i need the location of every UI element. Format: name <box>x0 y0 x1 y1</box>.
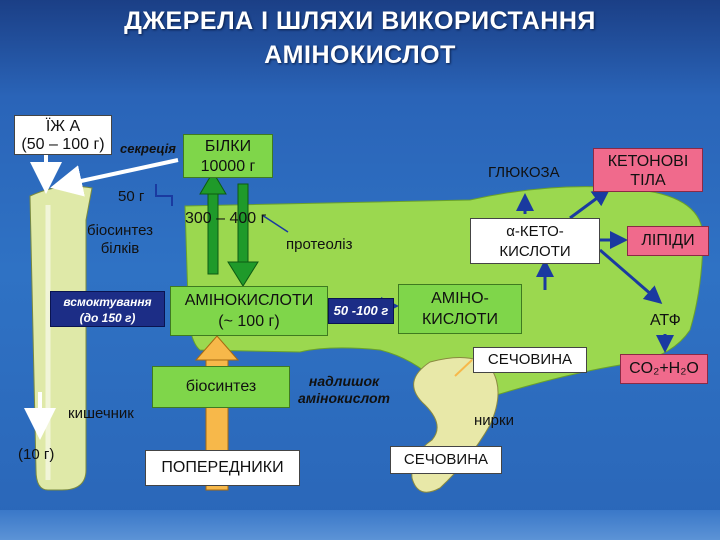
proteins-amount: 10000 г <box>200 158 256 175</box>
arrow-precursors-head <box>194 335 240 361</box>
kidneys-label: нирки <box>474 412 514 429</box>
keto-acids-line-1: α-КЕТО- <box>506 223 564 240</box>
protein-biosynthesis-line-1: біосинтез <box>86 222 154 239</box>
biosynthesis-label: біосинтез <box>185 378 257 395</box>
absorption-line-2: (до 150 г) <box>79 311 136 325</box>
title-line-1: ДЖЕРЕЛА І ШЛЯХИ ВИКОРИСТАННЯ <box>124 7 596 35</box>
arrow-keto-to-atp <box>599 248 663 304</box>
line-urea-to-kidney <box>454 359 473 377</box>
flux-50-100-label: 50 -100 г <box>333 303 389 318</box>
ketone-line-1: КЕТОНОВІ <box>607 153 689 170</box>
title-line-2: АМІНОКИСЛОТ <box>264 41 456 69</box>
protein-biosynthesis-label: біосинтез білків <box>75 222 165 258</box>
absorption-line-1: всмоктування <box>63 295 152 309</box>
arrow-proteolysis-head <box>227 261 259 287</box>
arrow-biosynthesis-head <box>199 171 227 195</box>
co2-h2o-label: CO₂+H₂O <box>629 360 699 377</box>
arrow-50g <box>155 184 173 206</box>
flux-50-100-box: 50 -100 г <box>328 298 394 324</box>
biosynthesis-box: біосинтез <box>152 366 290 408</box>
proteins-label: БІЛКИ <box>204 138 252 155</box>
arrow-biosynthesis-shaft <box>207 183 219 275</box>
amino-acid-pool-box: АМІНОКИСЛОТИ (~ 100 г) <box>170 286 328 336</box>
liver-amino-line-2: КИСЛОТИ <box>421 311 499 328</box>
protein-biosynthesis-line-2: білків <box>100 240 140 257</box>
atp-label: АТФ <box>650 312 681 329</box>
lipids-box: ЛІПІДИ <box>627 226 709 256</box>
intestine-label: кишечник <box>68 405 134 422</box>
arrow-secretion <box>50 158 179 197</box>
amino-pool-line-2: (~ 100 г) <box>218 313 280 330</box>
precursors-label: ПОПЕРЕДНИКИ <box>161 459 284 476</box>
ten-g-label: (10 г) <box>18 446 55 463</box>
co2-h2o-box: CO₂+H₂O <box>620 354 708 384</box>
liver-amino-acids-box: АМІНО- КИСЛОТИ <box>398 284 522 334</box>
proteins-box: БІЛКИ 10000 г <box>183 134 273 178</box>
excess-line-2: амінокислот <box>298 390 390 406</box>
food-box: ЇЖ А (50 – 100 г) <box>14 115 112 155</box>
food-label: ЇЖ А <box>45 118 81 135</box>
ketone-bodies-box: КЕТОНОВІ ТІЛА <box>593 148 703 192</box>
line-to-proteolysis <box>261 214 289 233</box>
flux-300-400-label: 300 – 400 г <box>185 210 267 227</box>
arrow-keto-to-ketone <box>569 188 611 220</box>
excess-line-1: надлишок <box>308 373 380 389</box>
urea-excreted-box: СЕЧОВИНА <box>390 446 502 474</box>
urea-liver-box: СЕЧОВИНА <box>473 347 587 373</box>
proteolysis-label: протеоліз <box>286 236 353 253</box>
food-amount: (50 – 100 г) <box>21 136 105 153</box>
excess-amino-acids-label: надлишок амінокислот <box>288 373 400 407</box>
keto-acids-line-2: КИСЛОТИ <box>499 243 571 260</box>
keto-acids-box: α-КЕТО- КИСЛОТИ <box>470 218 600 264</box>
lipids-label: ЛІПІДИ <box>641 232 695 249</box>
glucose-label: ГЛЮКОЗА <box>488 164 560 181</box>
liver-amino-line-1: АМІНО- <box>431 290 489 307</box>
urea-liver-label: СЕЧОВИНА <box>487 351 573 368</box>
absorption-box: всмоктування (до 150 г) <box>50 291 165 327</box>
ketone-line-2: ТІЛА <box>630 172 666 189</box>
secretion-label: секреція <box>120 141 176 156</box>
amino-pool-line-1: АМІНОКИСЛОТИ <box>184 292 314 309</box>
bottom-strip <box>0 510 720 540</box>
precursors-box: ПОПЕРЕДНИКИ <box>145 450 300 486</box>
slide-title: ДЖЕРЕЛА І ШЛЯХИ ВИКОРИСТАННЯ АМІНОКИСЛОТ <box>0 4 720 72</box>
fifty-g-label: 50 г <box>118 188 145 205</box>
urea-excreted-label: СЕЧОВИНА <box>403 451 489 468</box>
